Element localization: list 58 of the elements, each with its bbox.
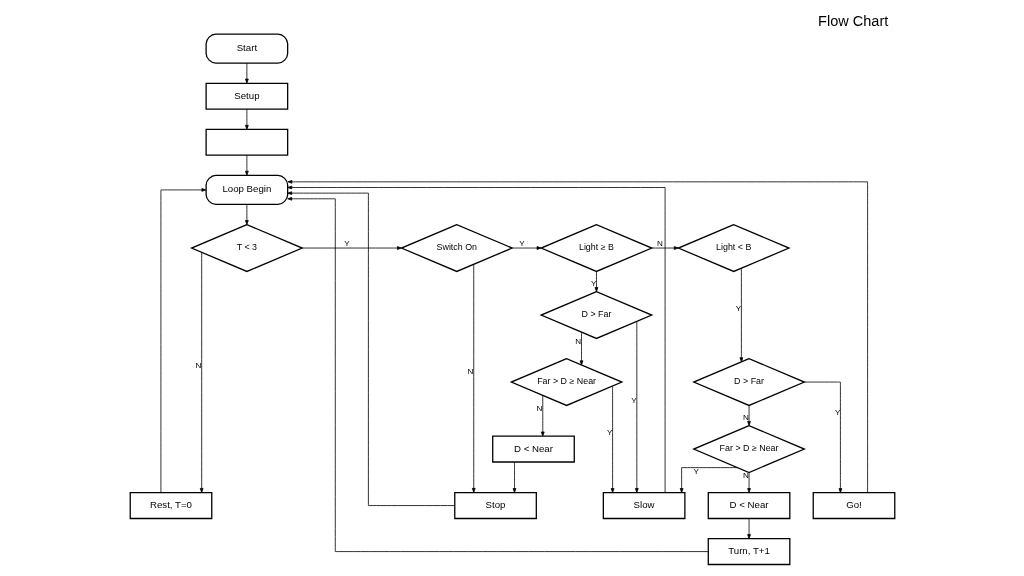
arrow	[286, 191, 455, 506]
arrow	[746, 405, 751, 426]
node-box: Stop	[453, 492, 537, 520]
edge-label: Y	[606, 427, 612, 437]
node-diamond: D > Far	[539, 290, 653, 340]
edge-label: N	[467, 367, 473, 377]
node-diamond: T < 3	[189, 223, 304, 273]
arrow	[301, 246, 402, 250]
arrow	[594, 271, 598, 292]
node-box: D < Near	[491, 435, 575, 463]
edge-label: N	[656, 238, 663, 248]
edge-label: Y	[590, 278, 596, 288]
edge-label: N	[742, 471, 749, 481]
arrow	[244, 108, 249, 130]
edge-label: Y	[834, 407, 840, 417]
arrow	[286, 196, 709, 552]
arrow	[244, 62, 249, 84]
node-box	[204, 128, 288, 156]
edge-label: Y	[518, 238, 525, 248]
node-diamond: Switch On	[399, 223, 514, 273]
arrow	[244, 204, 249, 225]
arrow	[244, 154, 249, 176]
arrow	[746, 472, 751, 493]
edge-label: N	[195, 361, 201, 371]
edge-label: Y	[343, 238, 350, 248]
node-box: Turn, T+1	[707, 538, 790, 566]
arrow	[512, 461, 516, 493]
arrow	[199, 252, 203, 493]
arrow	[651, 246, 679, 250]
edge-label: N	[742, 412, 749, 422]
edge-label: Y	[630, 395, 637, 405]
node-box: Loop Begin	[204, 174, 288, 206]
arrow	[679, 467, 738, 493]
node-diamond: Light ≥ B	[539, 223, 653, 273]
arrow	[739, 268, 743, 363]
arrow	[579, 331, 583, 366]
node-diamond: Light < B	[676, 223, 791, 273]
arrow	[540, 395, 545, 437]
node-box: Start	[204, 33, 288, 64]
edge-label: N	[536, 404, 542, 414]
node-box: Slow	[602, 492, 685, 520]
arrow	[471, 264, 476, 493]
node-box: Go!	[812, 492, 895, 520]
diagram-title: Flow Chart	[817, 13, 888, 30]
edge-label: Y	[693, 467, 699, 477]
arrow	[634, 320, 639, 493]
node-box: Rest, T=0	[129, 492, 212, 520]
node-box: Setup	[204, 82, 288, 110]
arrow	[511, 246, 541, 250]
arrow	[803, 381, 842, 493]
arrow	[286, 180, 868, 493]
arrow	[286, 185, 665, 493]
arrow	[610, 385, 614, 493]
node-box: D < Near	[707, 492, 790, 520]
arrow	[160, 188, 206, 493]
edge-label: N	[574, 337, 581, 347]
edge-label: Y	[735, 303, 741, 313]
arrow	[746, 518, 751, 540]
